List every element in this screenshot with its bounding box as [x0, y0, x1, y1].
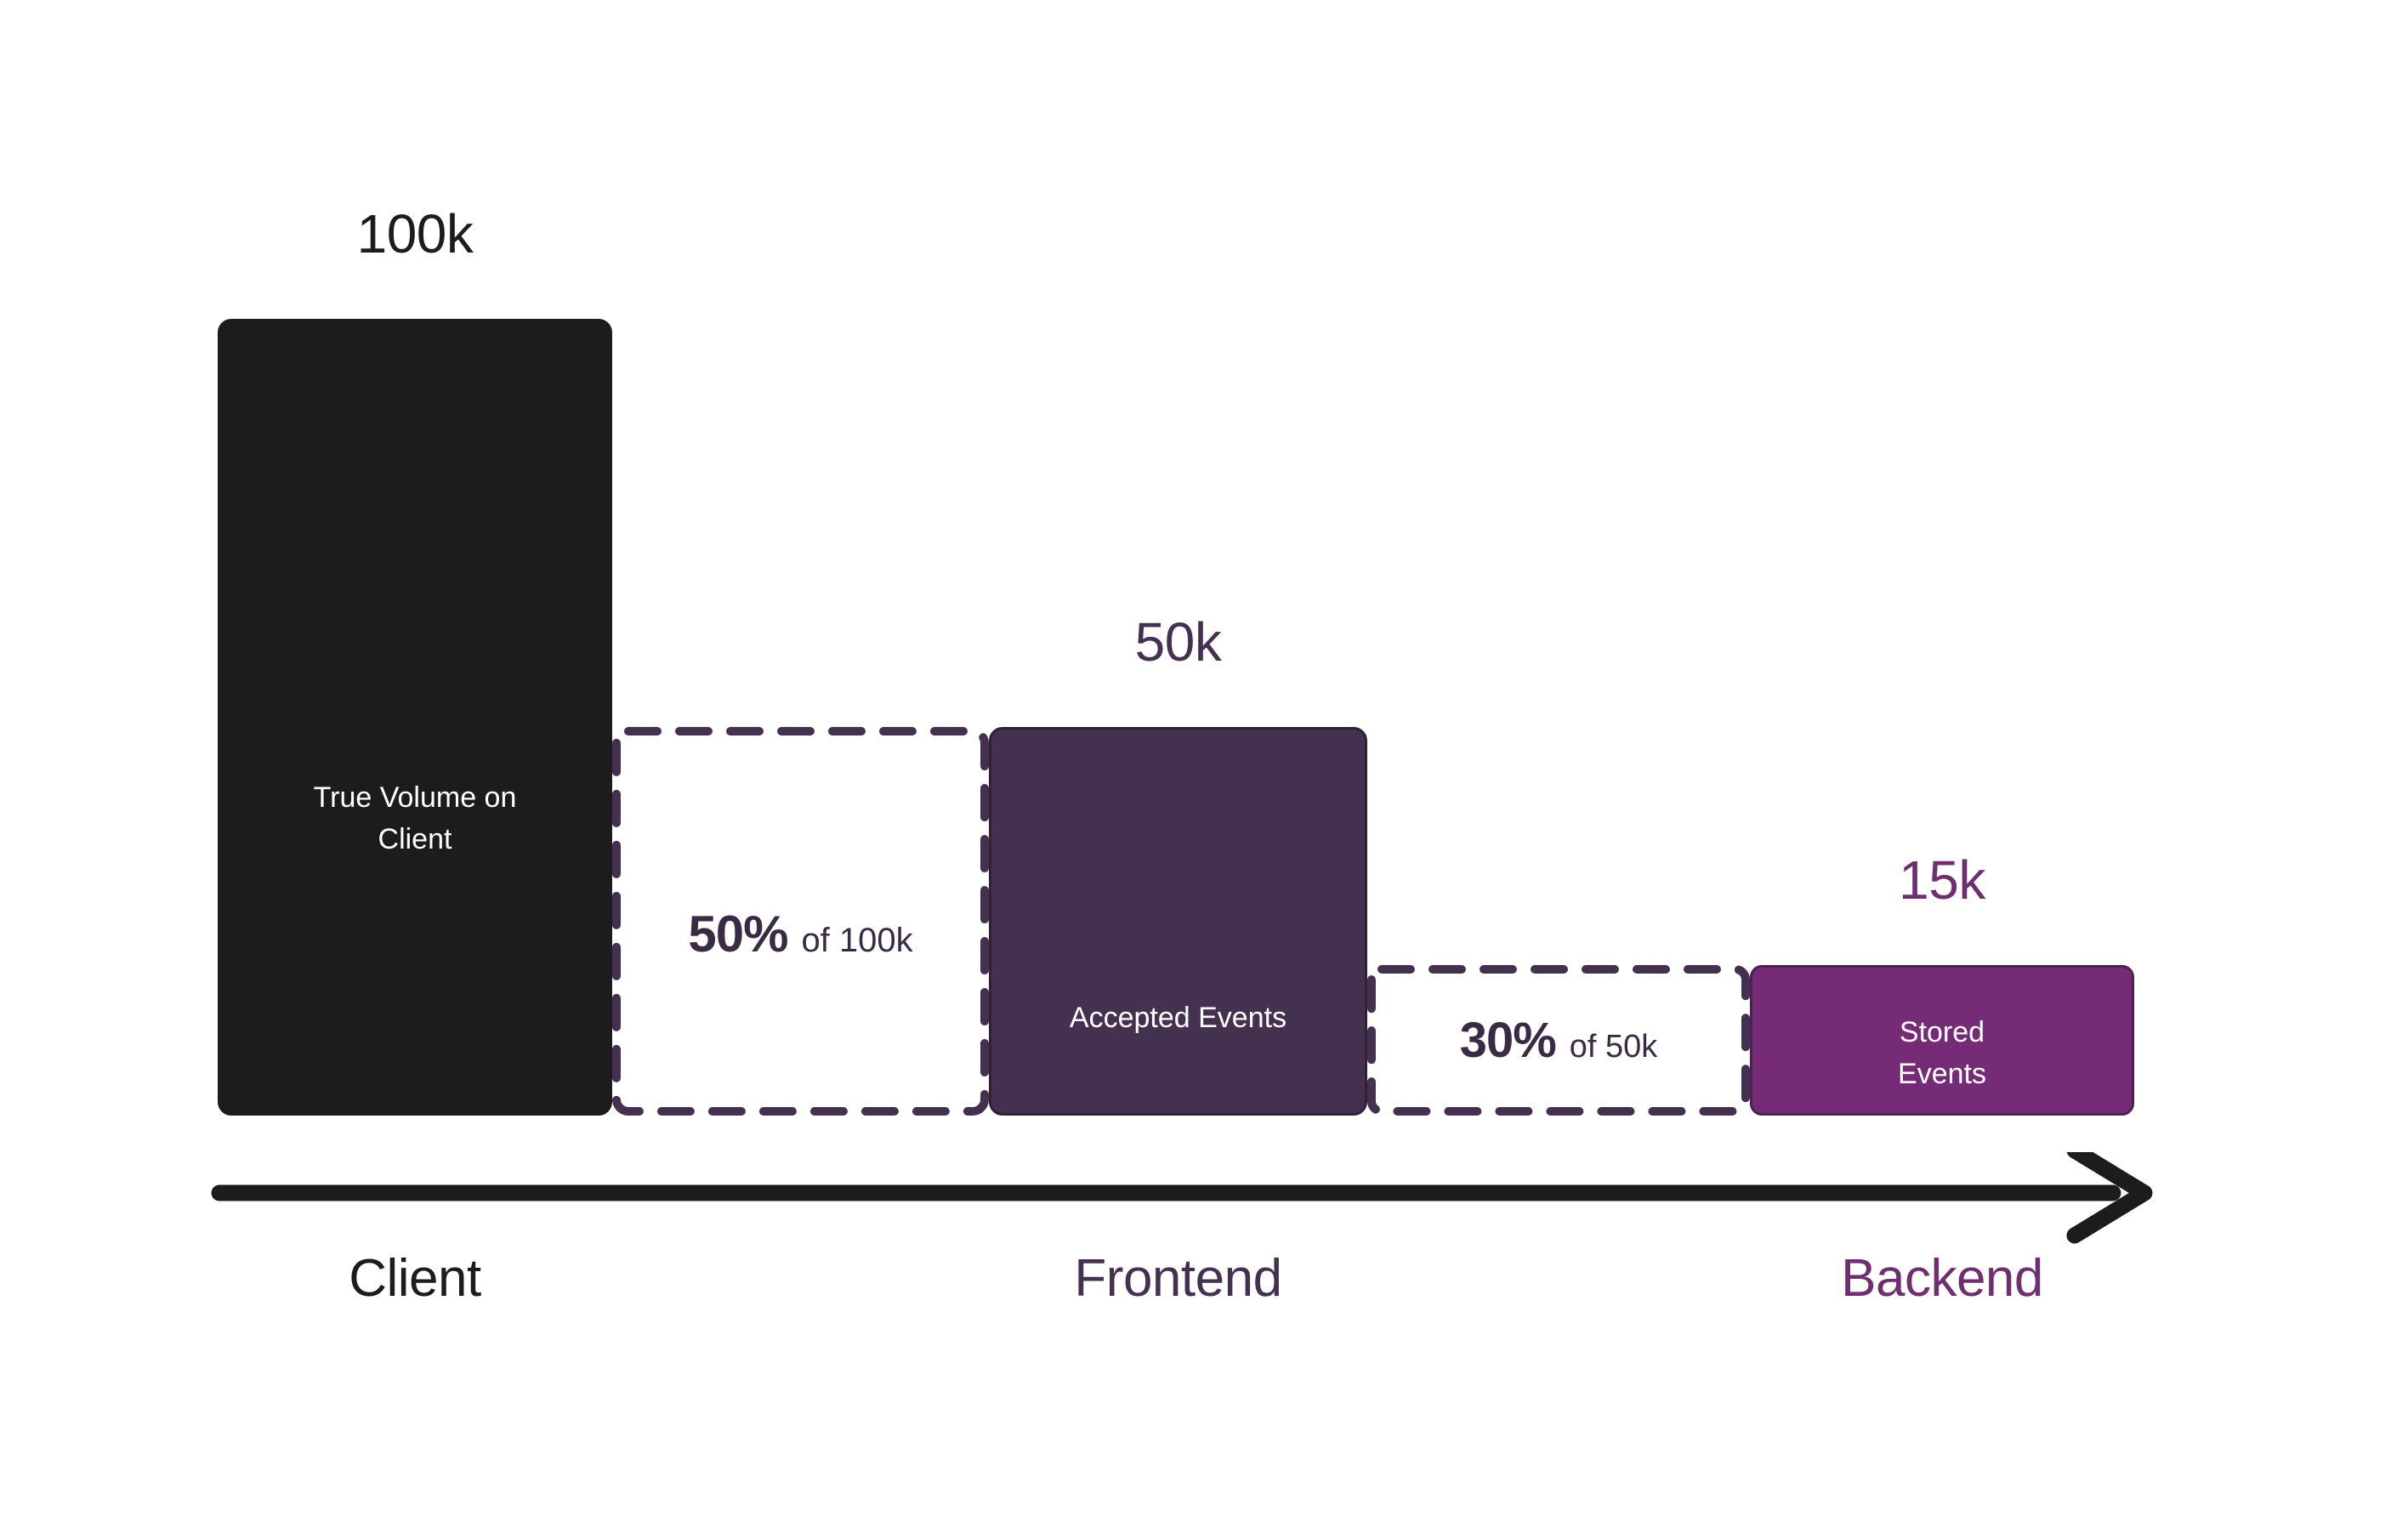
dropoff-2-percent: 30%: [1459, 1013, 1557, 1068]
bar-client-label: True Volume on Client: [313, 781, 517, 855]
bar-backend-label: Stored Events: [1898, 1016, 1986, 1090]
dropoff-1-percent: 50%: [688, 906, 788, 963]
bar-frontend-label: Accepted Events: [1069, 1001, 1287, 1034]
dropoff-box-client-to-frontend: 50% of 100k: [612, 727, 989, 1116]
dropoff-2-text: 30% of 50k: [1460, 1012, 1658, 1069]
stage-label-backend: Backend: [1841, 1249, 2043, 1308]
axis-arrow-icon: [211, 1152, 2153, 1244]
dropoff-1-of: of 100k: [801, 922, 913, 959]
dropoff-box-frontend-to-backend: 30% of 50k: [1367, 965, 1750, 1116]
value-label-backend: 15k: [1899, 849, 1985, 911]
value-label-client: 100k: [356, 203, 474, 264]
dropoff-2-of: of 50k: [1569, 1029, 1658, 1065]
dropoff-1-text: 50% of 100k: [688, 905, 912, 963]
bar-client[interactable]: True Volume on Client: [218, 319, 612, 1116]
bar-backend[interactable]: Stored Events: [1750, 965, 2134, 1116]
stage-label-frontend: Frontend: [1074, 1249, 1282, 1308]
dashed-rect-2: [1367, 965, 1750, 1116]
stage-label-client: Client: [349, 1249, 481, 1308]
value-label-frontend: 50k: [1134, 611, 1222, 673]
bar-frontend[interactable]: Accepted Events: [989, 727, 1367, 1116]
dashed-rect-1: [612, 727, 989, 1116]
